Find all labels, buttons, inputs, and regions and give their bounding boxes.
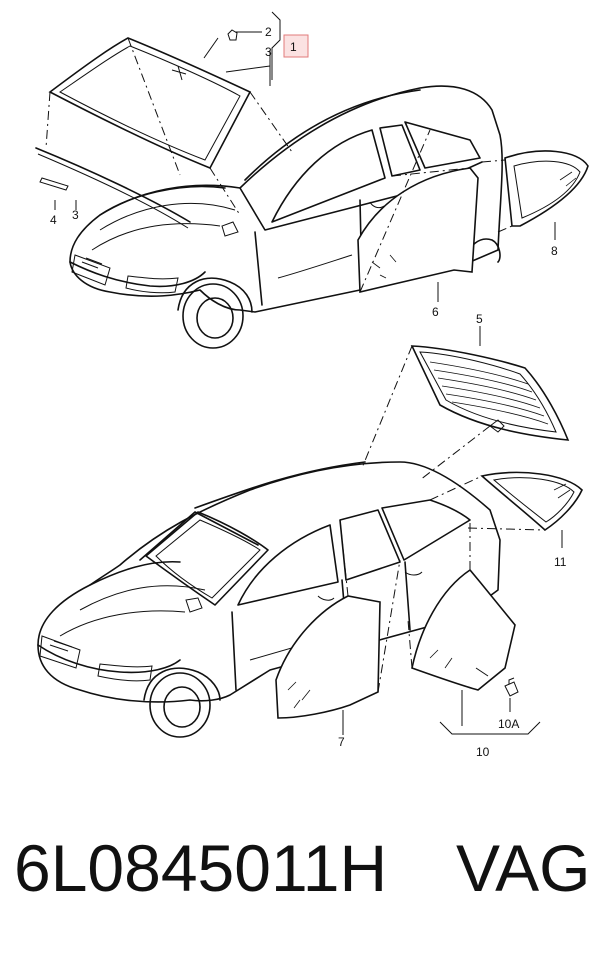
callout-1: 1	[290, 40, 297, 54]
quarter-glass-11	[429, 471, 583, 548]
callout-7: 7	[338, 735, 345, 749]
door-glass-7	[275, 519, 401, 735]
rear-window-5	[361, 326, 570, 481]
part-number: 6L0845011H	[14, 831, 388, 905]
callout-10a: 10A	[498, 717, 519, 731]
car-5-door-illustration	[37, 461, 501, 738]
callout-8: 8	[551, 244, 558, 258]
callout-10: 10	[476, 745, 490, 759]
callout-highlight	[283, 34, 309, 58]
callout-labels: 1 2 3 4 3 5 6 8 7 10 10A 11	[50, 25, 567, 759]
callout-6: 6	[432, 305, 439, 319]
callout-3-left: 3	[72, 208, 79, 222]
windscreen-assembly	[35, 37, 293, 229]
callout-4: 4	[50, 213, 57, 227]
parts-diagram: 1 2 3 4 3 5 6 8 7 10 10A 11	[35, 11, 589, 759]
callout-5: 5	[476, 312, 483, 326]
quarter-glass-8	[481, 150, 589, 240]
brand-label: VAG	[456, 831, 591, 905]
car-3-door-illustration	[69, 85, 503, 349]
door-glass-6	[357, 129, 479, 302]
door-glass-10	[407, 520, 541, 735]
leader-lines-top	[54, 11, 281, 210]
footer: 6L0845011H VAG	[0, 830, 600, 940]
callout-2: 2	[265, 25, 272, 39]
callout-3-top: 3	[265, 45, 272, 59]
callout-11: 11	[554, 555, 567, 569]
